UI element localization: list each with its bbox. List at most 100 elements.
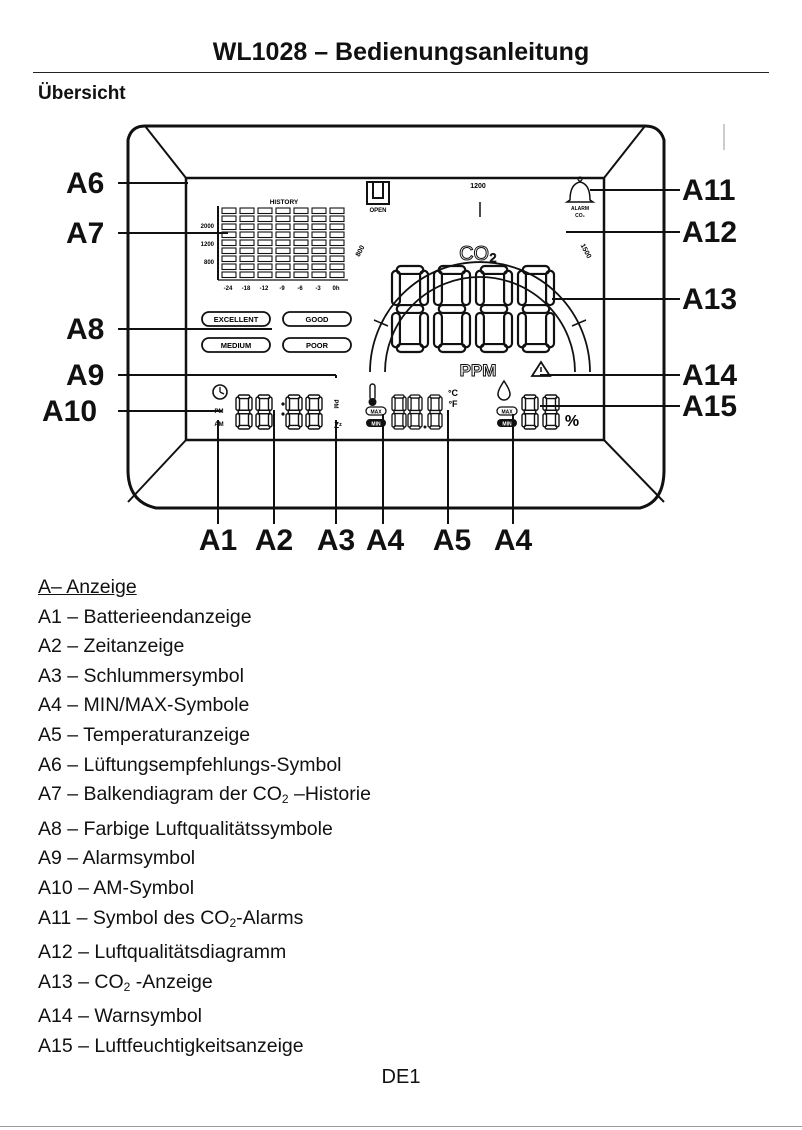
lcd-display-diagram: HISTORY 2000 1200 800 -24 -18 -12 -9 -6 …: [42, 124, 737, 557]
history-cell: [275, 263, 291, 271]
history-cell: [257, 247, 273, 255]
thermometer-icon: [368, 383, 377, 406]
history-cell: [221, 223, 237, 231]
humidity-digits: [521, 394, 560, 430]
history-cell: [275, 231, 291, 239]
legend-item: A11 – Symbol des CO2-Alarms: [38, 906, 304, 930]
history-cell: [329, 247, 345, 255]
history-cell: [293, 247, 309, 255]
segment-digit: [390, 264, 430, 354]
history-cell: [239, 271, 255, 279]
humidity-drop-icon: [497, 379, 511, 401]
history-cell: [329, 263, 345, 271]
svg-text:POOR: POOR: [306, 341, 329, 350]
alarm-clock-icon: [212, 384, 228, 400]
history-cell: [221, 239, 237, 247]
callout-labels: A6 A7 A8 A9 A10 A11 A12 A13 A14 A15 A1 A…: [42, 167, 737, 557]
segment-digit: [427, 394, 443, 430]
history-cell: [329, 207, 345, 215]
label-a6: A6: [66, 167, 104, 200]
svg-text:CO₂: CO₂: [575, 213, 585, 219]
history-cell: [311, 223, 327, 231]
svg-text:ALARM: ALARM: [571, 206, 589, 212]
legend-item: A12 – Luftqualitätsdiagramm: [38, 941, 287, 964]
footer-rule: [0, 1126, 802, 1127]
label-a14: A14: [682, 359, 737, 392]
history-cell: [239, 215, 255, 223]
legend-item: A8 – Farbige Luftqualitätssymbole: [38, 817, 333, 840]
history-cell: [311, 231, 327, 239]
history-cell: [239, 255, 255, 263]
history-cell: [221, 247, 237, 255]
history-cell: [275, 247, 291, 255]
history-cell: [293, 271, 309, 279]
history-cell: [221, 271, 237, 279]
segment-digit: [305, 394, 323, 430]
label-a13: A13: [682, 283, 737, 316]
legend-item: A13 – CO2 -Anzeige: [38, 970, 213, 994]
history-cell: [221, 231, 237, 239]
hum-max-label: MAX: [501, 410, 513, 416]
svg-text:2000: 2000: [201, 224, 215, 230]
history-cell: [275, 239, 291, 247]
history-cell: [257, 231, 273, 239]
history-cell: [293, 223, 309, 231]
history-cell: [329, 255, 345, 263]
history-cell: [275, 223, 291, 231]
history-cell: [221, 263, 237, 271]
label-a10: A10: [42, 395, 97, 428]
history-cell: [275, 215, 291, 223]
segment-digit: [516, 264, 556, 354]
svg-text:0h: 0h: [332, 286, 339, 292]
history-cell: [221, 215, 237, 223]
hum-min-label: MIN: [502, 422, 512, 428]
label-a4-right: A4: [494, 524, 533, 557]
history-cell: [239, 239, 255, 247]
history-cell: [293, 231, 309, 239]
co2-digits: [390, 264, 556, 354]
segment-digit: [542, 394, 560, 430]
segment-digit: [285, 394, 303, 430]
label-a4-left: A4: [366, 524, 405, 557]
label-a5: A5: [433, 524, 471, 557]
legend-list: A– Anzeige A1 – Batterieendanzeige A2 – …: [38, 573, 371, 1062]
history-cell: [239, 231, 255, 239]
label-a2: A2: [255, 524, 293, 557]
title-rule: [33, 72, 769, 73]
history-cell: [275, 255, 291, 263]
humidity-unit: %: [565, 413, 579, 430]
segment-digit: [474, 264, 514, 354]
history-cell: [239, 223, 255, 231]
time-digits: [235, 394, 323, 430]
legend-item: A5 – Temperaturanzeige: [38, 723, 251, 746]
history-cell: [221, 255, 237, 263]
quality-symbols: EXCELLENT GOOD MEDIUM POOR: [201, 311, 352, 353]
legend-item: A4 – MIN/MAX-Symbole: [38, 694, 250, 717]
svg-text:800: 800: [355, 244, 367, 258]
legend-item: A6 – Lüftungsempfehlungs-Symbol: [38, 753, 342, 776]
svg-text:EXCELLENT: EXCELLENT: [214, 315, 259, 324]
decimal-point: [423, 425, 427, 429]
history-cell: [293, 207, 309, 215]
history-cell: [311, 239, 327, 247]
segment-digit: [407, 394, 423, 430]
history-cell: [311, 263, 327, 271]
history-cell: [329, 239, 345, 247]
housing-outline: [126, 124, 666, 510]
lcd-screen: [184, 176, 606, 442]
svg-text:HISTORY: HISTORY: [270, 199, 299, 206]
temp-min-label: MIN: [371, 422, 381, 428]
label-a11: A11: [682, 174, 735, 207]
history-cell: [329, 223, 345, 231]
legend-item: A10 – AM-Symbol: [38, 876, 195, 899]
history-cell: [329, 271, 345, 279]
page-number: DE1: [381, 1066, 421, 1088]
label-a7: A7: [66, 217, 104, 250]
history-cell: [257, 263, 273, 271]
history-cell: [257, 207, 273, 215]
legend-item: A9 – Alarmsymbol: [38, 847, 196, 870]
label-a9: A9: [66, 359, 104, 392]
label-a12: A12: [682, 216, 737, 249]
history-cell: [329, 215, 345, 223]
segment-digit: [521, 394, 539, 430]
